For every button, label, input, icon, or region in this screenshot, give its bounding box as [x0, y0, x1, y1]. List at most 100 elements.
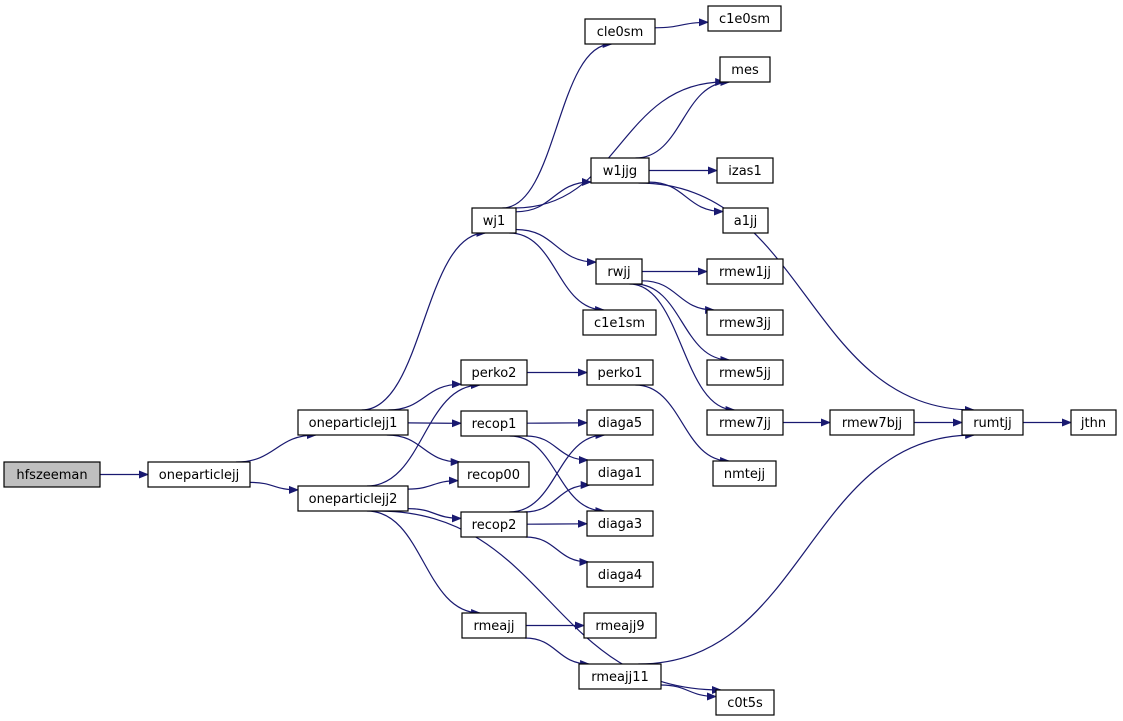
node-rmew1jj[interactable]: rmew1jj: [706, 258, 784, 285]
node-diaga3[interactable]: diaga3: [586, 510, 654, 537]
edge-oneparticlejj2-to-rmeajj: [366, 510, 482, 617]
edge-wj1-to-c1e1sm: [509, 232, 606, 314]
node-box-nmtejj[interactable]: [712, 460, 777, 487]
node-oneparticlejj2[interactable]: oneparticlejj2: [297, 485, 409, 512]
edge-oneparticlejj1-to-wj1: [361, 229, 487, 411]
edge-oneparticlejj-to-oneparticlejj1: [235, 431, 317, 463]
node-oneparticlejj[interactable]: oneparticlejj: [147, 461, 251, 488]
node-box-recop2[interactable]: [460, 511, 528, 538]
node-box-recop00[interactable]: [457, 461, 530, 488]
node-label-wj1: wj1: [483, 214, 506, 229]
node-label-rmeajj11: rmeajj11: [591, 670, 649, 685]
node-box-cle0sm[interactable]: [584, 18, 656, 45]
node-diaga5[interactable]: diaga5: [586, 409, 654, 436]
node-box-c1e1sm[interactable]: [582, 309, 657, 336]
node-label-c1e0sm: c1e0sm: [719, 12, 770, 27]
node-box-w1jjg[interactable]: [590, 157, 650, 184]
node-label-diaga3: diaga3: [598, 517, 642, 532]
node-izas1[interactable]: izas1: [716, 157, 774, 184]
node-label-rmew3jj: rmew3jj: [719, 316, 771, 331]
edge-recop2-to-diaga1: [524, 481, 591, 513]
node-diaga4[interactable]: diaga4: [586, 561, 654, 588]
node-label-recop00: recop00: [467, 468, 520, 483]
edges-layer: [100, 18, 1072, 701]
node-rmew7jj[interactable]: rmew7jj: [706, 409, 784, 436]
node-box-mes[interactable]: [719, 56, 771, 83]
node-c0t5s[interactable]: c0t5s: [715, 689, 775, 716]
node-rmew7bjj[interactable]: rmew7bjj: [829, 409, 915, 436]
node-c1e0sm[interactable]: c1e0sm: [707, 5, 782, 32]
node-box-rmeajj11[interactable]: [578, 663, 662, 690]
node-rmeajj[interactable]: rmeajj: [461, 612, 527, 639]
node-a1jj[interactable]: a1jj: [722, 207, 769, 234]
node-box-oneparticlejj2[interactable]: [297, 485, 409, 512]
node-label-rumtjj: rumtjj: [973, 416, 1012, 431]
node-box-c1e0sm[interactable]: [707, 5, 782, 32]
node-recop00[interactable]: recop00: [457, 461, 530, 488]
edge-rwjj-to-rmew5jj: [634, 283, 731, 364]
node-label-rmew5jj: rmew5jj: [719, 366, 771, 381]
node-box-rmew5jj[interactable]: [706, 359, 784, 386]
node-box-izas1[interactable]: [716, 157, 774, 184]
node-rumtjj[interactable]: rumtjj: [961, 409, 1024, 436]
node-rwjj[interactable]: rwjj: [595, 258, 643, 285]
node-box-rmeajj[interactable]: [461, 612, 527, 639]
node-box-c0t5s[interactable]: [715, 689, 775, 716]
node-box-wj1[interactable]: [471, 207, 517, 234]
node-recop2[interactable]: recop2: [460, 511, 528, 538]
node-box-hfszeeman[interactable]: [3, 461, 101, 488]
node-box-rmeajj9[interactable]: [583, 612, 657, 639]
edge-wj1-to-w1jjg: [515, 178, 592, 213]
node-box-rmew3jj[interactable]: [706, 309, 784, 336]
node-rmew3jj[interactable]: rmew3jj: [706, 309, 784, 336]
node-perko2[interactable]: perko2: [460, 359, 528, 386]
node-box-oneparticlejj[interactable]: [147, 461, 251, 488]
node-w1jjg[interactable]: w1jjg: [590, 157, 650, 184]
node-recop1[interactable]: recop1: [460, 410, 528, 437]
node-box-oneparticlejj1[interactable]: [297, 409, 409, 436]
node-jthn[interactable]: jthn: [1070, 409, 1117, 436]
node-label-izas1: izas1: [728, 164, 761, 179]
node-box-rmew1jj[interactable]: [706, 258, 784, 285]
edge-cle0sm-to-c1e0sm: [654, 18, 709, 29]
node-box-diaga5[interactable]: [586, 409, 654, 436]
edge-rmeajj-to-rmeajj11: [524, 637, 591, 668]
edge-oneparticlejj2-to-recop2: [407, 508, 462, 523]
node-box-rmew7bjj[interactable]: [829, 409, 915, 436]
edge-oneparticlejj1-to-perko2: [388, 380, 462, 411]
node-cle0sm[interactable]: cle0sm: [584, 18, 656, 45]
node-c1e1sm[interactable]: c1e1sm: [582, 309, 657, 336]
node-diaga1[interactable]: diaga1: [586, 459, 654, 486]
node-hfszeeman[interactable]: hfszeeman: [3, 461, 101, 488]
edge-wj1-to-rwjj: [515, 228, 597, 267]
edge-wj1-to-cle0sm: [502, 40, 613, 209]
node-box-diaga1[interactable]: [586, 459, 654, 486]
node-wj1[interactable]: wj1: [471, 207, 517, 234]
node-box-rwjj[interactable]: [595, 258, 643, 285]
node-label-recop1: recop1: [472, 417, 517, 432]
edge-oneparticlejj2-to-recop00: [407, 476, 459, 490]
node-box-diaga3[interactable]: [586, 510, 654, 537]
node-box-perko2[interactable]: [460, 359, 528, 386]
node-label-nmtejj: nmtejj: [724, 467, 765, 482]
node-box-perko1[interactable]: [586, 359, 654, 386]
node-box-diaga4[interactable]: [586, 561, 654, 588]
node-perko1[interactable]: perko1: [586, 359, 654, 386]
node-nmtejj[interactable]: nmtejj: [712, 460, 777, 487]
node-box-recop1[interactable]: [460, 410, 528, 437]
node-rmeajj11[interactable]: rmeajj11: [578, 663, 662, 690]
node-rmew5jj[interactable]: rmew5jj: [706, 359, 784, 386]
node-box-rmew7jj[interactable]: [706, 409, 784, 436]
node-box-rumtjj[interactable]: [961, 409, 1024, 436]
edge-w1jjg-to-mes: [635, 78, 731, 159]
node-label-oneparticlejj2: oneparticlejj2: [309, 492, 398, 507]
node-box-a1jj[interactable]: [722, 207, 769, 234]
node-mes[interactable]: mes: [719, 56, 771, 83]
node-oneparticlejj1[interactable]: oneparticlejj1: [297, 409, 409, 436]
edge-rmeajj11-to-c0t5s: [660, 684, 717, 701]
node-box-jthn[interactable]: [1070, 409, 1117, 436]
node-rmeajj9[interactable]: rmeajj9: [583, 612, 657, 639]
edge-oneparticlejj1-to-recop00: [386, 434, 461, 466]
edge-rwjj-to-rmew3jj: [641, 280, 716, 314]
edge-recop2-to-diaga4: [525, 536, 590, 566]
